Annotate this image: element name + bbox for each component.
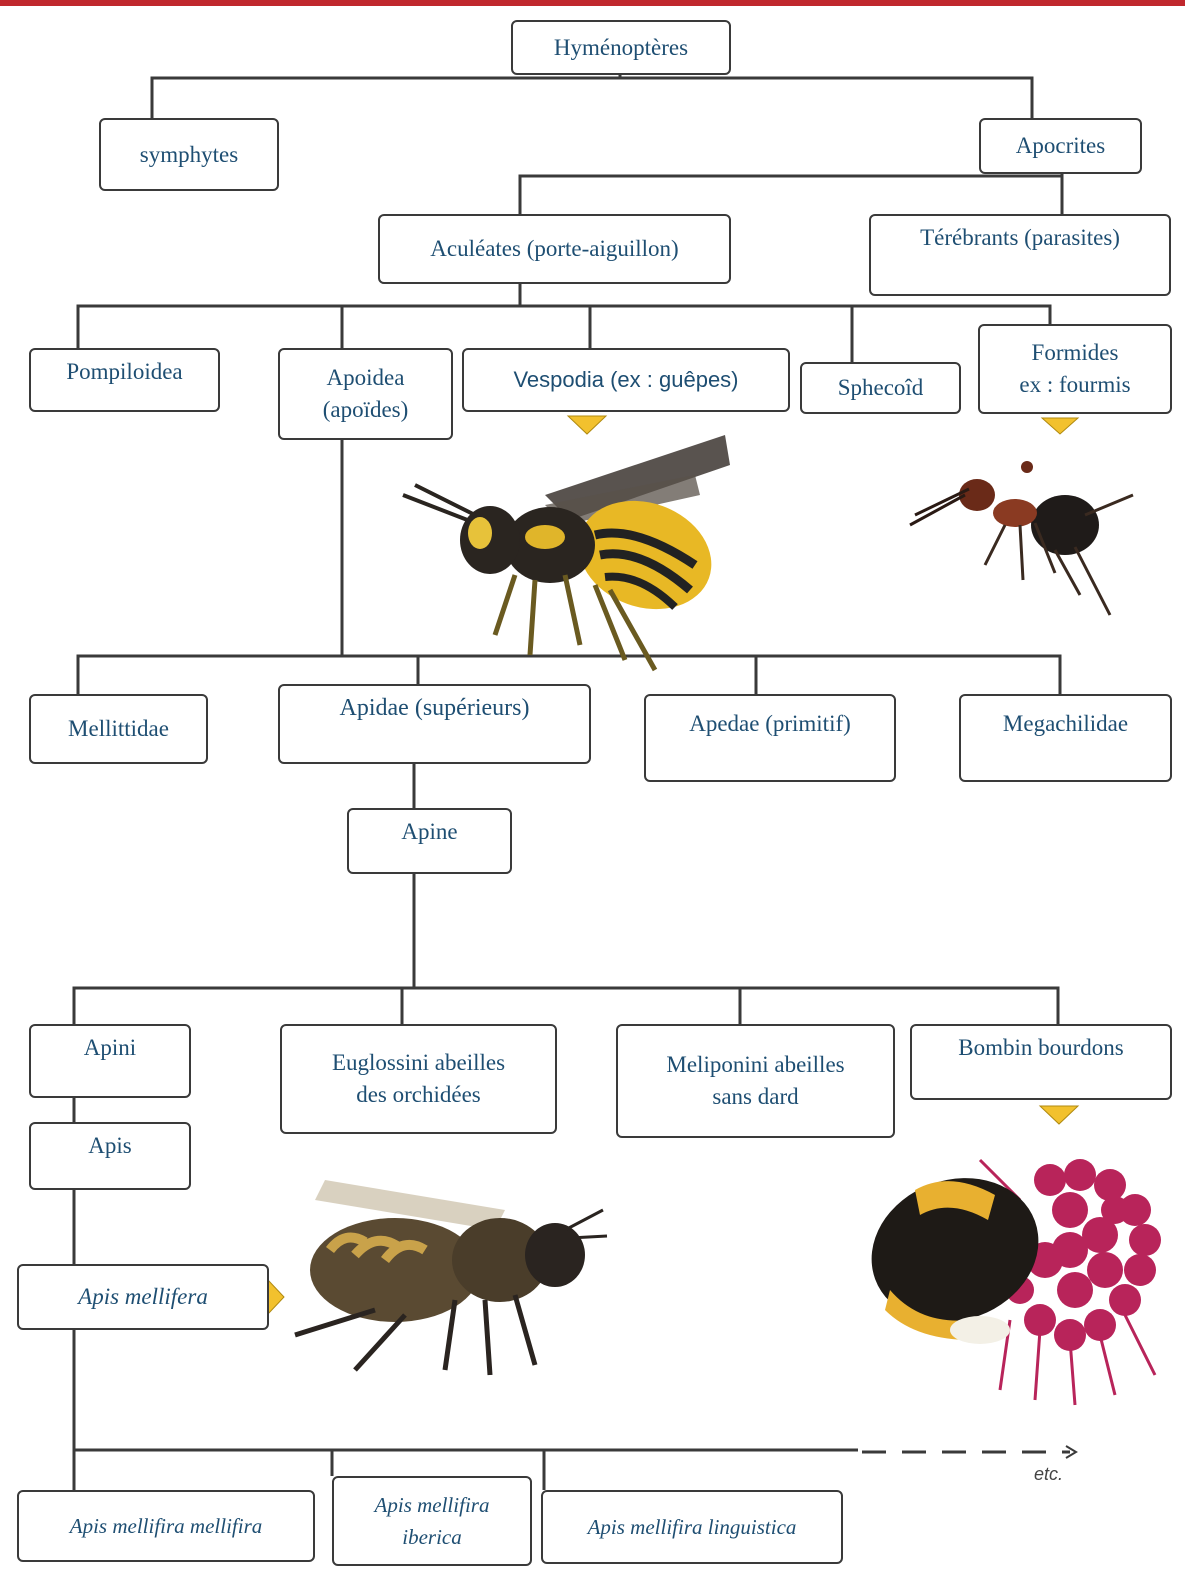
node-apidae: Apidae (supérieurs) <box>278 684 591 764</box>
link-apocrites <box>520 176 1062 214</box>
node-aculeates: Aculéates (porte-aiguillon) <box>378 214 731 284</box>
node-megachilidae: Megachilidae <box>959 694 1172 782</box>
node-bombin: Bombin bourdons <box>910 1024 1172 1100</box>
node-vespodia-label: Vespodia (ex : guêpes) <box>513 364 738 396</box>
node-apis-mellifira-linguistica-label: Apis mellifira linguistica <box>588 1511 797 1543</box>
node-vespodia: Vespodia (ex : guêpes) <box>462 348 790 412</box>
node-apis-mellifira-iberica-label-2: iberica <box>402 1521 461 1553</box>
node-mellittidae: Mellittidae <box>29 694 208 764</box>
node-terebrants: Térébrants (parasites) <box>869 214 1171 296</box>
node-apis-label: Apis <box>88 1130 131 1162</box>
node-meliponini-label-2: sans dard <box>712 1081 798 1113</box>
node-apis-mellifira-iberica-label-1: Apis mellifira <box>375 1489 490 1521</box>
node-euglossini-label-2: des orchidées <box>356 1079 481 1111</box>
node-apedae: Apedae (primitif) <box>644 694 896 782</box>
node-symphytes-label: symphytes <box>140 139 238 171</box>
node-apis: Apis <box>29 1122 191 1190</box>
node-apis-mellifira-linguistica: Apis mellifira linguistica <box>541 1490 843 1564</box>
node-apine: Apine <box>347 808 512 874</box>
node-symphytes: symphytes <box>99 118 279 191</box>
node-apoidea-label-2: (apoïdes) <box>323 394 409 426</box>
ant-illustration <box>905 455 1140 625</box>
link-hymenopteres <box>152 78 1032 120</box>
node-hymenopteres-label: Hyménoptères <box>554 32 688 64</box>
node-apocrites-label: Apocrites <box>1016 130 1105 162</box>
node-formides: Formides ex : fourmis <box>978 324 1172 414</box>
node-pompiloidea-label: Pompiloidea <box>66 356 182 388</box>
link-aculeates-bar <box>78 306 1050 348</box>
node-megachilidae-label: Megachilidae <box>1003 708 1128 740</box>
node-apocrites: Apocrites <box>979 118 1142 174</box>
node-sphecoid: Sphecoîd <box>800 362 961 414</box>
node-formides-label-2: ex : fourmis <box>1019 369 1130 401</box>
node-apoidea: Apoidea (apoïdes) <box>278 348 453 440</box>
honeybee-illustration <box>285 1170 615 1390</box>
node-apoidea-label-1: Apoidea <box>327 362 405 394</box>
node-apis-mellifira-iberica: Apis mellifira iberica <box>332 1476 532 1566</box>
node-apis-mellifira-mellifira-label: Apis mellifira mellifira <box>70 1510 263 1542</box>
node-bombin-label: Bombin bourdons <box>958 1032 1123 1064</box>
node-apedae-label: Apedae (primitif) <box>689 708 851 740</box>
node-pompiloidea: Pompiloidea <box>29 348 220 412</box>
wasp-illustration <box>395 425 735 675</box>
link-apine-bar <box>74 988 1058 1024</box>
node-sphecoid-label: Sphecoîd <box>838 372 924 404</box>
node-apis-mellifera: Apis mellifera <box>17 1264 269 1330</box>
marker-bombin <box>1040 1106 1078 1124</box>
node-euglossini-label-1: Euglossini abeilles <box>332 1047 505 1079</box>
node-terebrants-label: Térébrants (parasites) <box>920 222 1120 254</box>
node-apis-mellifera-label: Apis mellifera <box>78 1281 208 1313</box>
node-formides-label-1: Formides <box>1032 337 1119 369</box>
node-apine-label: Apine <box>401 816 457 848</box>
marker-formides <box>1042 418 1078 434</box>
node-meliponini: Meliponini abeilles sans dard <box>616 1024 895 1138</box>
node-apini-label: Apini <box>84 1032 136 1064</box>
etc-label: etc. <box>1034 1464 1063 1484</box>
node-meliponini-label-1: Meliponini abeilles <box>666 1049 844 1081</box>
node-mellittidae-label: Mellittidae <box>68 713 169 745</box>
node-hymenopteres: Hyménoptères <box>511 20 731 75</box>
bumblebee-illustration <box>860 1140 1180 1410</box>
marker-apis-mellifera <box>268 1280 284 1314</box>
node-apini: Apini <box>29 1024 191 1098</box>
node-apidae-label: Apidae (supérieurs) <box>340 692 530 724</box>
node-apis-mellifira-mellifira: Apis mellifira mellifira <box>17 1490 315 1562</box>
node-aculeates-label: Aculéates (porte-aiguillon) <box>430 233 678 265</box>
node-euglossini: Euglossini abeilles des orchidées <box>280 1024 557 1134</box>
